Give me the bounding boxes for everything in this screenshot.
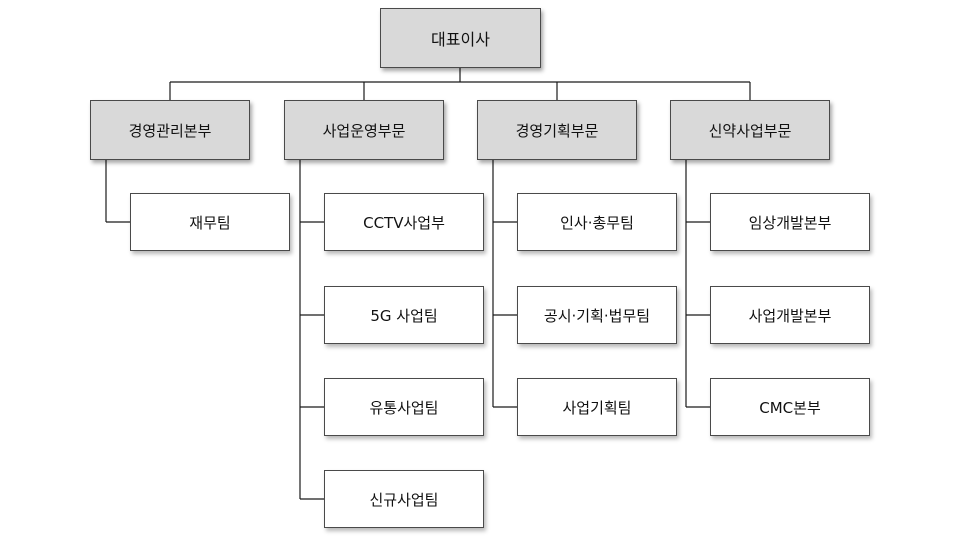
team-box: CMC본부 <box>710 378 870 436</box>
team-label: 인사·총무팀 <box>560 213 634 232</box>
team-label: 사업개발본부 <box>748 306 832 325</box>
ceo-label: 대표이사 <box>431 30 490 49</box>
team-label: 임상개발본부 <box>748 213 832 232</box>
team-box: 재무팀 <box>130 193 290 251</box>
team-box: 사업개발본부 <box>710 286 870 344</box>
team-box: 공시·기획·법무팀 <box>517 286 677 344</box>
division-label: 사업운영부문 <box>322 121 406 140</box>
team-box: 임상개발본부 <box>710 193 870 251</box>
division-box: 경영관리본부 <box>90 100 250 160</box>
team-label: 사업기획팀 <box>562 398 632 417</box>
division-label: 경영관리본부 <box>128 121 212 140</box>
team-box: 신규사업팀 <box>324 470 484 528</box>
team-box: 유통사업팀 <box>324 378 484 436</box>
team-label: 5G 사업팀 <box>370 306 438 325</box>
division-label: 신약사업부문 <box>708 121 792 140</box>
ceo-box: 대표이사 <box>380 8 541 68</box>
team-box: CCTV사업부 <box>324 193 484 251</box>
team-label: CCTV사업부 <box>363 213 445 232</box>
team-label: 재무팀 <box>189 213 231 232</box>
team-label: 공시·기획·법무팀 <box>543 306 651 325</box>
team-label: CMC본부 <box>759 398 821 417</box>
team-box: 사업기획팀 <box>517 378 677 436</box>
team-box: 인사·총무팀 <box>517 193 677 251</box>
team-box: 5G 사업팀 <box>324 286 484 344</box>
division-box: 경영기획부문 <box>477 100 637 160</box>
team-label: 신규사업팀 <box>369 490 439 509</box>
division-box: 신약사업부문 <box>670 100 830 160</box>
team-label: 유통사업팀 <box>369 398 439 417</box>
division-label: 경영기획부문 <box>515 121 599 140</box>
division-box: 사업운영부문 <box>284 100 444 160</box>
